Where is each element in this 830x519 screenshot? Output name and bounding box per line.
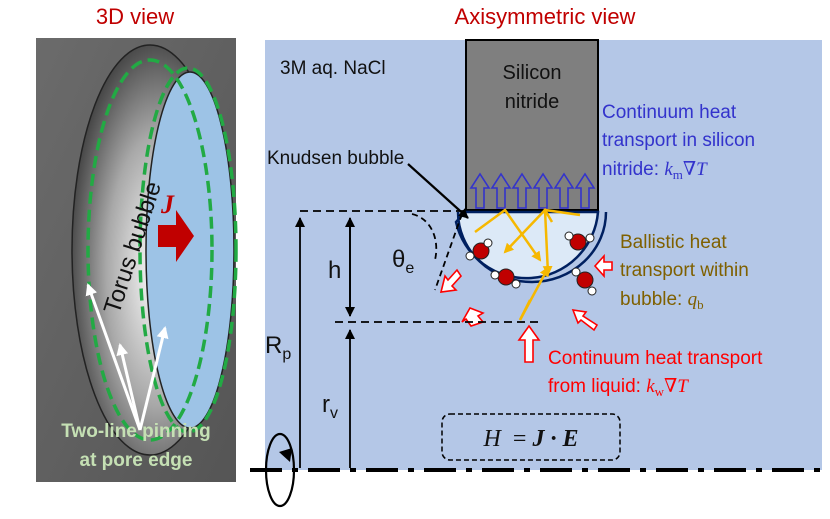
pinning-arrow-1 xyxy=(85,283,142,431)
right-panel-title: Axisymmetric view xyxy=(455,4,636,29)
height-label: h xyxy=(328,257,341,284)
pinning-line-outer xyxy=(86,58,214,442)
equation-box xyxy=(441,413,621,461)
ballistic-transport-line3: bubble: qb xyxy=(620,289,704,312)
pinning-label-line1: Two-line pinning xyxy=(61,421,211,442)
pore-opening xyxy=(145,71,235,429)
ray xyxy=(474,208,542,262)
left-panel-title: 3D view xyxy=(96,4,174,29)
ballistic-transport-line1: Ballistic heat xyxy=(620,232,727,253)
ballistic-rays xyxy=(474,207,581,321)
left-panel: Torus bubble J Two-line pinning at pore … xyxy=(36,38,238,482)
membrane-arrow xyxy=(490,172,512,209)
rotation-symbol xyxy=(264,432,296,508)
ray xyxy=(542,208,581,276)
water-molecule xyxy=(465,238,493,261)
water-molecule xyxy=(571,267,597,296)
ray xyxy=(518,299,532,321)
liquid-arrow xyxy=(517,324,541,363)
geometry-lines xyxy=(295,163,540,468)
liquid-arrow xyxy=(593,253,613,279)
liquid-arrow xyxy=(571,308,599,332)
silicon-nitride-membrane xyxy=(465,39,599,211)
membrane-heat-arrows xyxy=(469,172,596,209)
liquid-transport-line1: Continuum heat transport xyxy=(548,348,763,369)
membrane-arrow xyxy=(469,172,491,209)
membrane-arrow xyxy=(511,172,533,209)
water-molecules xyxy=(465,231,597,296)
bubble-label: Knudsen bubble xyxy=(267,148,404,169)
membrane-arrow xyxy=(532,172,554,209)
membrane-arrow xyxy=(553,172,575,209)
contact-angle-arc xyxy=(411,213,438,261)
membrane-transport-line3: nitride: km∇T xyxy=(602,159,708,182)
pinning-arrow-3 xyxy=(138,326,169,431)
liquid-arrow xyxy=(439,268,463,293)
liquid-arrow xyxy=(461,307,485,327)
pore-radius-label: Rp xyxy=(265,332,291,363)
membrane-label-line2: nitride xyxy=(505,91,559,113)
current-arrow xyxy=(158,210,194,262)
solution-label: 3M aq. NaCl xyxy=(280,58,386,79)
water-molecule xyxy=(490,268,521,289)
membrane-transport-line1: Continuum heat xyxy=(602,102,737,123)
membrane-transport-line2: transport in silicon xyxy=(602,130,755,151)
contact-tangent-line xyxy=(434,213,463,291)
ballistic-transport-line2: transport within xyxy=(620,260,749,281)
membrane-arrow xyxy=(574,172,596,209)
bubble-pointer-arrow xyxy=(407,163,469,219)
liquid-heat-arrows xyxy=(439,253,613,363)
right-panel: Silicon nitride xyxy=(250,39,822,508)
knudsen-bubble-outline xyxy=(456,211,608,284)
pinning-arrow-2 xyxy=(116,343,142,431)
membrane-label-line1: Silicon xyxy=(503,62,562,84)
water-molecule xyxy=(564,231,595,251)
contact-angle-label: θe xyxy=(392,246,414,277)
liquid-transport-line2: from liquid: kw∇T xyxy=(548,376,689,399)
current-symbol: J xyxy=(160,190,175,219)
vortex-radius-label: rv xyxy=(322,391,338,422)
pinning-label-line2: at pore edge xyxy=(80,450,193,471)
equation: H=J · E xyxy=(483,426,579,452)
pinning-line-inner xyxy=(138,66,238,434)
